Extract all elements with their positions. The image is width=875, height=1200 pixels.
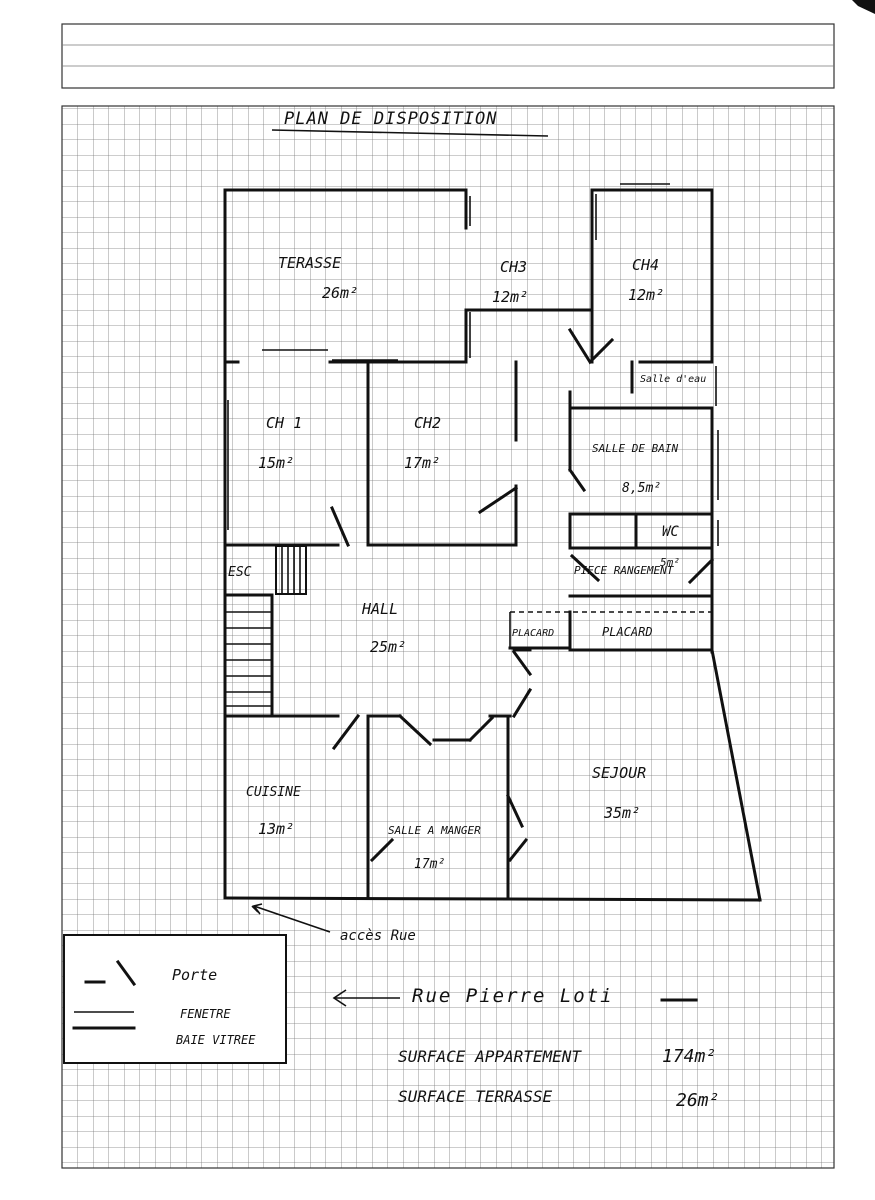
- room-salle-manger-area: 17m²: [414, 857, 445, 872]
- legend-baie: BAIE VITREE: [176, 1033, 256, 1047]
- surface-terrasse-label: SURFACE TERRASSE: [398, 1087, 552, 1106]
- windows: [227, 183, 719, 546]
- room-esc-name: ESC: [228, 565, 252, 580]
- room-ch1-name: CH 1: [266, 414, 302, 432]
- room-ch4-area: 12m²: [628, 286, 664, 304]
- room-ch2-name: CH2: [414, 414, 441, 432]
- surface-terrasse-value: 26m²: [676, 1090, 719, 1111]
- corner-mark: [852, 0, 875, 14]
- room-terasse-area: 26m²: [322, 284, 358, 302]
- surface-appartement-label: SURFACE APPARTEMENT: [398, 1047, 582, 1066]
- room-placard-right-name: PLACARD: [602, 625, 653, 639]
- header-strip: [61, 23, 835, 89]
- room-rangement-name: PIECE RANGEMENT: [574, 564, 675, 577]
- room-cuisine-name: CUISINE: [246, 785, 301, 800]
- room-salle-bain-name: SALLE DE BAIN: [592, 442, 678, 455]
- legend-box: [63, 934, 287, 1064]
- staircase: [225, 546, 301, 707]
- legend-fenetre: FENETRE: [180, 1007, 231, 1021]
- title-underline: [271, 129, 549, 137]
- room-salle-bain-area: 8,5m²: [622, 481, 661, 496]
- room-ch3-area: 12m²: [492, 288, 528, 306]
- room-ch1-area: 15m²: [258, 454, 294, 472]
- room-salle-manger-name: SALLE A MANGER: [388, 824, 481, 837]
- room-hall-name: HALL: [361, 600, 398, 618]
- room-salle-eau-name: Salle d'eau: [640, 374, 706, 385]
- room-ch3-name: CH3: [500, 258, 527, 276]
- room-wc-name: WC: [662, 524, 679, 540]
- graph-paper: [61, 105, 835, 1169]
- doors: [251, 327, 715, 913]
- walls: [223, 188, 762, 902]
- surface-appartement-value: 174m²: [662, 1046, 716, 1067]
- street-arrow: [332, 989, 698, 1007]
- room-hall-area: 25m²: [370, 638, 406, 656]
- room-ch2-area: 17m²: [404, 454, 440, 472]
- room-rangement-area: 5m²: [660, 556, 680, 569]
- room-placard-left-name: PLACARD: [512, 628, 554, 639]
- room-sejour-area: 35m²: [603, 804, 640, 822]
- plan-title: PLAN DE DISPOSITION: [284, 109, 497, 129]
- room-cuisine-area: 13m²: [258, 820, 294, 838]
- access-arrow: [252, 903, 331, 933]
- room-sejour-name: SEJOUR: [592, 764, 646, 782]
- street-label: Rue Pierre Loti: [412, 985, 614, 1007]
- legend-porte: Porte: [172, 966, 217, 984]
- room-terasse-name: TERASSE: [278, 254, 341, 272]
- room-ch4-name: CH4: [632, 256, 659, 274]
- access-label: accès Rue: [340, 928, 416, 944]
